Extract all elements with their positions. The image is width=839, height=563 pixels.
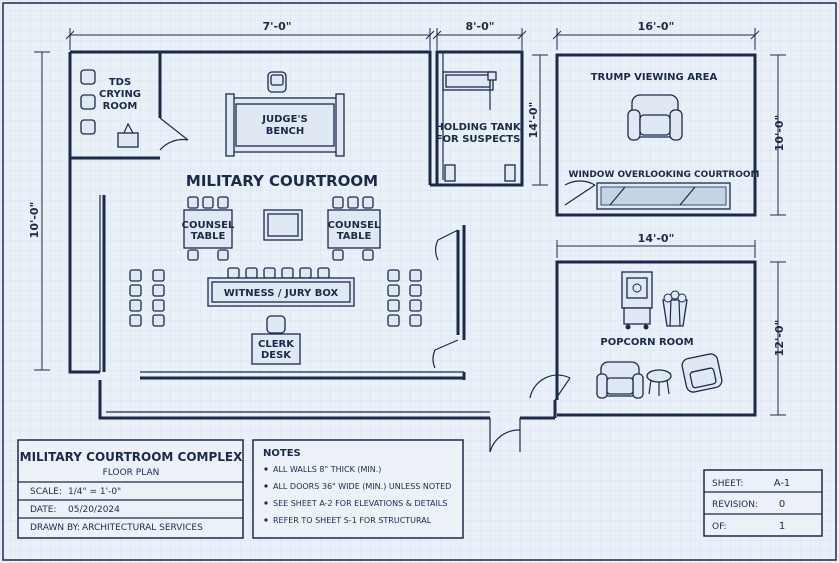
sheet-value: A-1 bbox=[774, 478, 791, 489]
tissue-box-icon bbox=[117, 122, 139, 148]
observation-window bbox=[596, 182, 731, 210]
clerk-desk bbox=[251, 333, 301, 365]
dim-top-holding: 8'-0" bbox=[466, 20, 495, 33]
dimension-left-side bbox=[34, 51, 50, 371]
courtroom-title: MILITARY COURTROOM bbox=[186, 172, 378, 190]
dim-popcorn-top: 14'-0" bbox=[638, 232, 675, 245]
drawn-by-label: DRAWN BY: bbox=[30, 523, 80, 533]
gallery-chairs-left bbox=[129, 269, 165, 327]
main-building-walls bbox=[68, 50, 557, 420]
scale-label: SCALE: bbox=[30, 487, 62, 497]
revision-label: REVISION: bbox=[712, 500, 758, 510]
notes-heading: NOTES bbox=[263, 448, 301, 459]
dim-holding-side: 14'-0" bbox=[527, 102, 540, 139]
title-block bbox=[17, 439, 244, 539]
note-item: ALL DOORS 36" WIDE (MIN.) UNLESS NOTED bbox=[273, 482, 451, 491]
revision-value: 0 bbox=[779, 499, 785, 510]
dimension-popcorn-top bbox=[556, 240, 756, 258]
dimension-trump-side bbox=[770, 54, 786, 216]
courtroom-doors bbox=[432, 229, 571, 453]
dim-top-trump: 16'-0" bbox=[638, 20, 675, 33]
popcorn-armchair-right-icon bbox=[681, 353, 723, 393]
title-block-title: MILITARY COURTROOM COMPLEX bbox=[20, 450, 243, 464]
notes-block bbox=[252, 439, 464, 539]
window-label: WINDOW OVERLOOKING COURTROOM bbox=[569, 170, 760, 180]
counsel-table-right bbox=[327, 196, 381, 261]
scale-value: 1/4" = 1'-0" bbox=[68, 487, 121, 497]
dim-left-side: 10'-0" bbox=[28, 202, 41, 239]
counsel-table-left bbox=[183, 196, 233, 261]
note-item: SEE SHEET A-2 FOR ELEVATIONS & DETAILS bbox=[273, 499, 447, 508]
holding-tank-walls bbox=[435, 50, 524, 187]
note-item: ALL WALLS 8" THICK (MIN.) bbox=[273, 465, 381, 474]
jury-chairs bbox=[227, 267, 330, 279]
note-item: REFER TO SHEET S-1 FOR STRUCTURAL bbox=[273, 516, 432, 525]
trump-viewing-label: TRUMP VIEWING AREA bbox=[591, 72, 718, 83]
dim-trump-side: 10'-0" bbox=[773, 115, 786, 152]
trump-viewing-walls bbox=[555, 53, 757, 217]
dimension-popcorn-side bbox=[770, 261, 786, 416]
dimension-top-main bbox=[65, 28, 435, 50]
date-label: DATE: bbox=[30, 505, 56, 515]
clerk-chair-icon bbox=[266, 315, 286, 334]
armchair-icon bbox=[627, 94, 683, 141]
sheet-info-block bbox=[703, 469, 823, 537]
exhibit-screen bbox=[263, 209, 303, 241]
popcorn-room-walls bbox=[555, 260, 757, 417]
tds-room-walls bbox=[70, 50, 189, 160]
judges-bench bbox=[225, 93, 345, 157]
witness-jury-label: WITNESS / JURY BOX bbox=[224, 288, 339, 299]
popcorn-machine-icon bbox=[621, 271, 653, 330]
dimension-top-trump bbox=[552, 28, 760, 50]
date-value: 05/20/2024 bbox=[68, 505, 120, 515]
of-value: 1 bbox=[779, 521, 785, 532]
dimension-top-holding bbox=[432, 28, 527, 50]
dim-popcorn-side: 12'-0" bbox=[773, 320, 786, 357]
title-block-subtitle: FLOOR PLAN bbox=[103, 468, 160, 478]
sheet-label: SHEET: bbox=[712, 479, 743, 489]
of-label: OF: bbox=[712, 522, 727, 532]
notes-list bbox=[264, 467, 268, 522]
side-table-icon bbox=[646, 369, 672, 396]
drawn-by-value: ARCHITECTURAL SERVICES bbox=[82, 523, 203, 533]
gallery-chairs-right bbox=[387, 269, 422, 327]
tds-chairs bbox=[80, 69, 96, 135]
dim-top-main: 7'-0" bbox=[263, 20, 292, 33]
popcorn-bucket-icon bbox=[662, 290, 688, 327]
dimension-holding-side bbox=[532, 54, 548, 186]
judge-chair-icon bbox=[267, 71, 287, 93]
witness-jury-box bbox=[207, 277, 355, 307]
popcorn-armchair-left-icon bbox=[596, 361, 644, 399]
popcorn-room-label: POPCORN ROOM bbox=[600, 337, 693, 348]
